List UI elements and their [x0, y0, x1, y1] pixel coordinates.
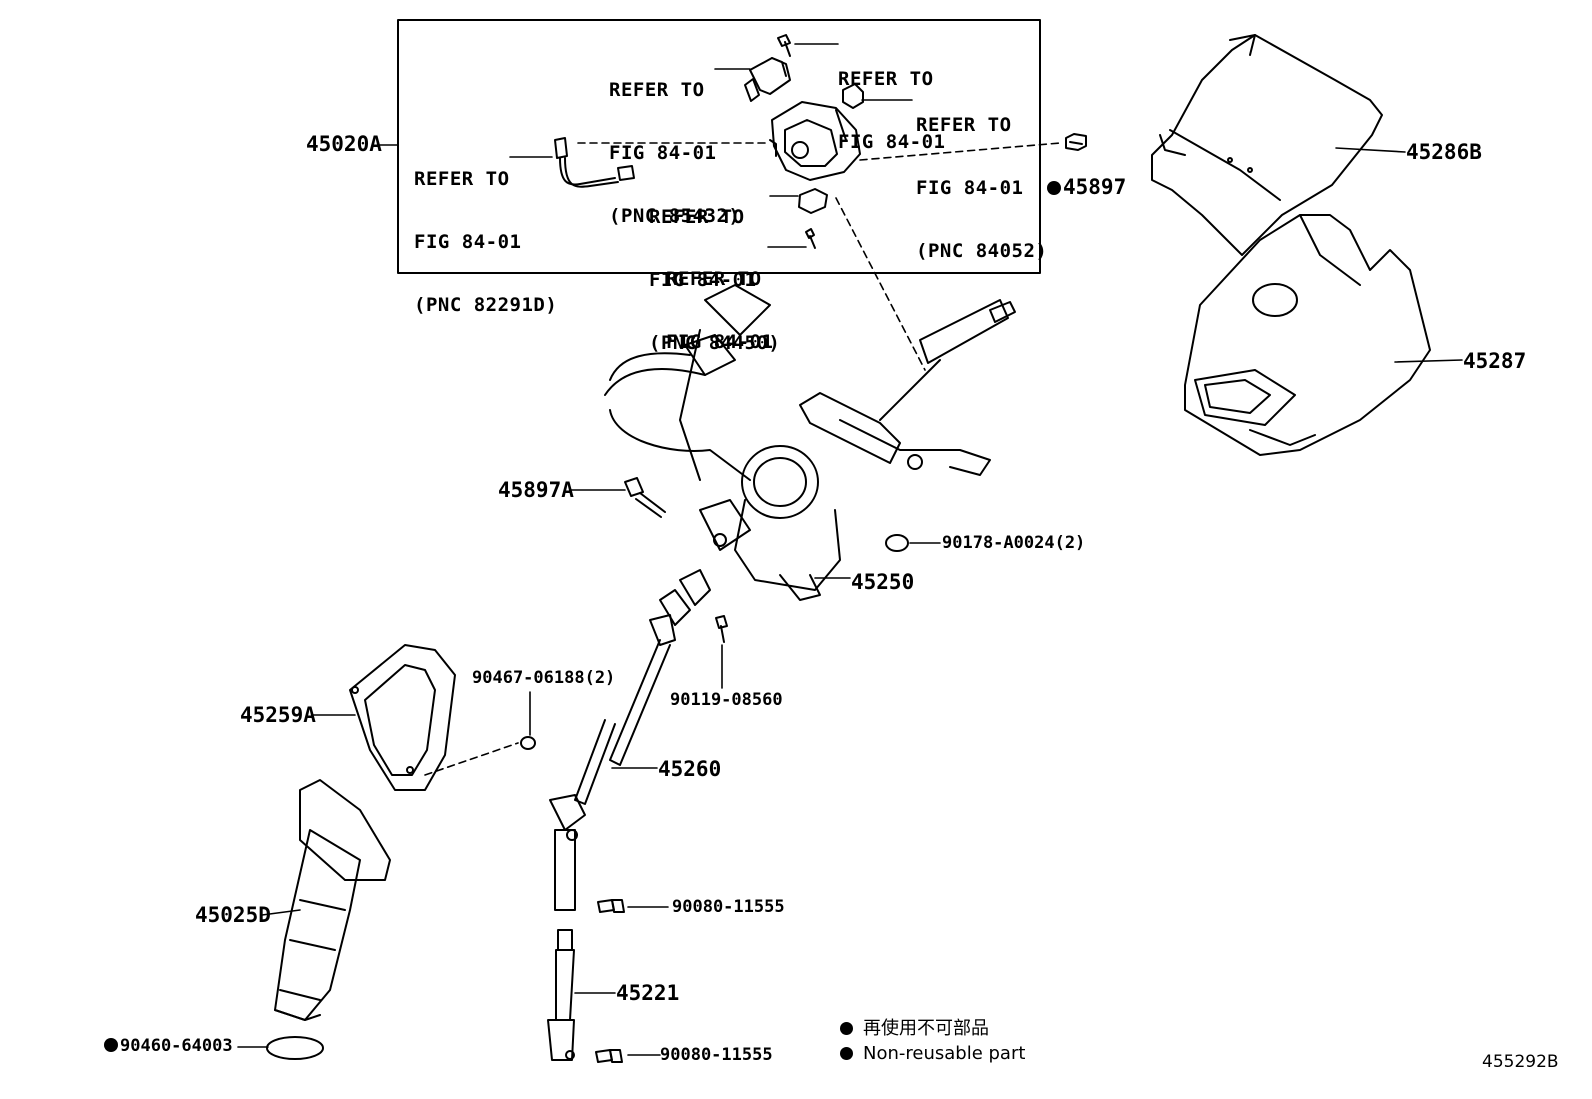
- refer-screw-top: REFER TO FIG 84-01: [838, 68, 946, 153]
- leader-lines: [237, 43, 1463, 1056]
- bolt-90119: [715, 615, 728, 643]
- bolt-90080-upper: [597, 899, 625, 913]
- legend-dot-icon: [840, 1047, 853, 1060]
- part-90080-lower: 90080-11555: [660, 1045, 773, 1065]
- bolt-45897A: [624, 477, 666, 518]
- refer-82291d: REFER TO FIG 84-01 (PNC 82291D): [414, 168, 558, 316]
- shaft-45221: [547, 929, 575, 1061]
- part-45259A: 45259A: [240, 703, 316, 727]
- part-45897: 45897: [1047, 176, 1126, 198]
- part-90119: 90119-08560: [670, 690, 783, 710]
- non-reusable-dot: [1047, 181, 1061, 195]
- nut-90178: [885, 534, 909, 552]
- column-assembly: [604, 284, 1016, 601]
- reference-box: [397, 19, 1041, 274]
- part-45025D: 45025D: [195, 903, 271, 927]
- part-90467: 90467-06188(2): [472, 668, 616, 688]
- refer-84450: REFER TO FIG 84-01 (PNC 84450): [649, 206, 781, 354]
- legend-dot-icon: [840, 1022, 853, 1035]
- bolt-90080-lower: [595, 1049, 623, 1063]
- refer-85432: REFER TO FIG 84-01 (PNC 85432): [609, 79, 741, 227]
- legend-ja: 再使用不可部品: [840, 1018, 989, 1040]
- part-45221: 45221: [616, 981, 680, 1005]
- dashed-lines: [424, 142, 1061, 776]
- part-45250: 45250: [851, 570, 915, 594]
- part-45287: 45287: [1463, 349, 1527, 373]
- part-45897A: 45897A: [498, 478, 574, 502]
- lower-cover: [1184, 214, 1431, 456]
- boot-45025D: [274, 779, 391, 1021]
- part-45286B: 45286B: [1406, 140, 1482, 164]
- refer-screw-bottom: REFER TO FIG 84-01: [666, 268, 774, 353]
- non-reusable-dot: [104, 1038, 118, 1052]
- part-90080-upper: 90080-11555: [672, 897, 785, 917]
- intermediate-shaft: [549, 569, 711, 911]
- legend-en: Non-reusable part: [840, 1043, 1025, 1065]
- refer-84052: REFER TO FIG 84-01 (PNC 84052): [916, 114, 1048, 262]
- part-90460: 90460-64003: [104, 1036, 233, 1056]
- clamp-90460: [266, 1036, 324, 1060]
- upper-cover: [1151, 34, 1383, 256]
- screw-45897: [1065, 133, 1087, 151]
- refer-parts: [554, 34, 864, 249]
- part-45020A: 45020A: [306, 132, 382, 156]
- figure-id: 455292B: [1482, 1052, 1559, 1072]
- cover-45259A: [349, 644, 456, 791]
- part-45260: 45260: [658, 757, 722, 781]
- clip-90467: [520, 736, 536, 750]
- part-90178: 90178-A0024(2): [942, 533, 1086, 553]
